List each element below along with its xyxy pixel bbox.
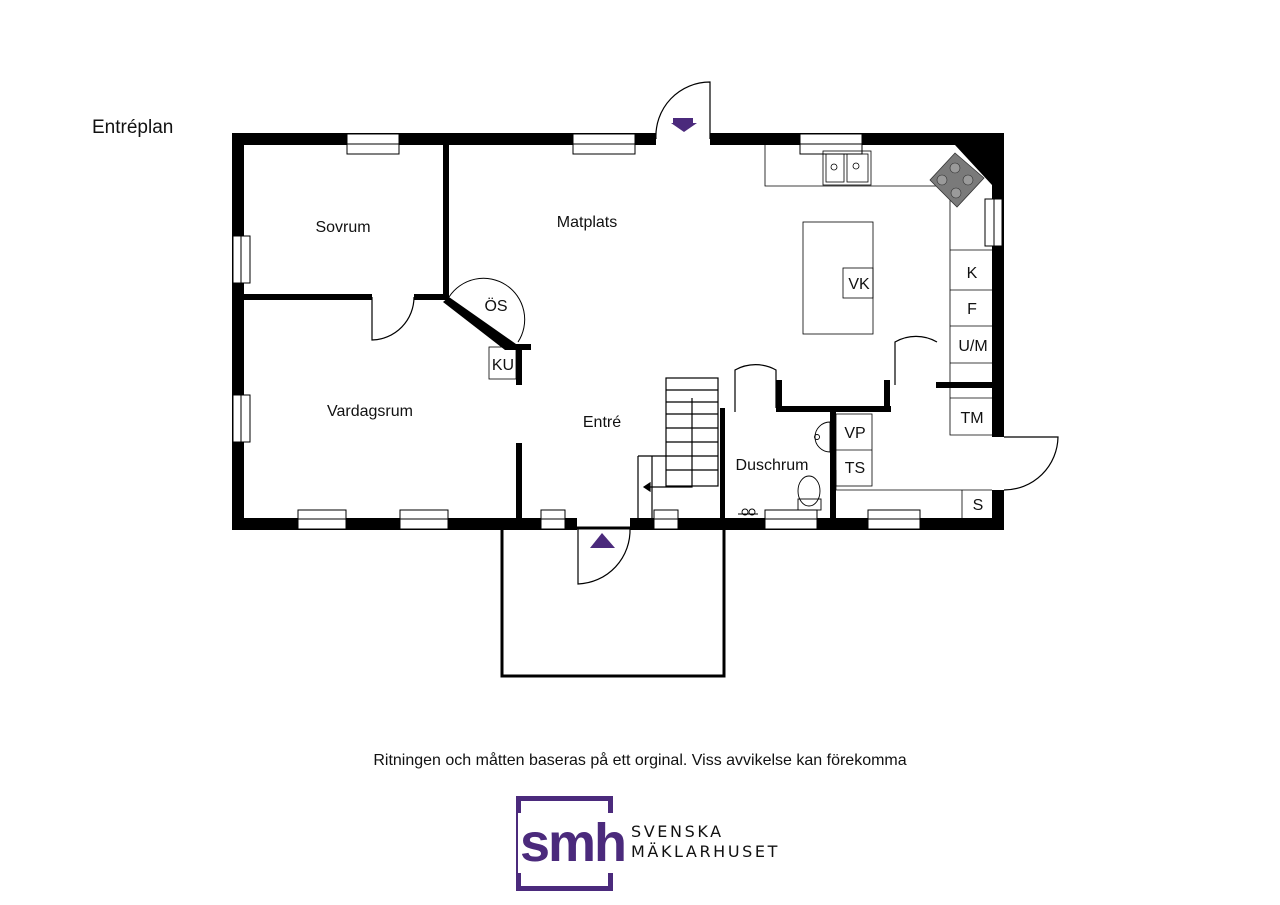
- stair-arrow-icon: [642, 481, 651, 493]
- entry-arrows: [590, 118, 697, 548]
- fixture-label-vk: VK: [848, 276, 870, 293]
- room-label-sovrum: Sovrum: [315, 219, 370, 236]
- ku-box: [488, 346, 517, 380]
- logo-mark: smh: [518, 813, 627, 873]
- vk-box: [842, 267, 874, 299]
- fireplace-arc: [448, 277, 526, 343]
- outer-walls: [232, 133, 1004, 530]
- sink: [822, 150, 872, 186]
- room-label-duschrum: Duschrum: [736, 457, 809, 474]
- stove-icon: [929, 152, 985, 208]
- room-label-entre: Entré: [583, 414, 621, 431]
- disclaimer-text: Ritningen och måtten baseras på ett orgi…: [373, 752, 907, 769]
- fixture-label-tm: TM: [960, 410, 983, 427]
- room-label-vardagsrum: Vardagsrum: [327, 403, 413, 420]
- fixture-label-f: F: [967, 301, 977, 318]
- toilet-icon: [797, 475, 822, 511]
- staircase: [637, 377, 719, 518]
- fixture-label-s: S: [973, 497, 984, 514]
- fixture-label-ku: KU: [492, 357, 514, 374]
- bottom-entry-arrow-icon: [590, 533, 615, 548]
- bathroom-fixtures: [738, 421, 831, 516]
- doors: [371, 81, 1059, 585]
- company-logo: smh SVENSKA MÄKLARHUSET: [516, 796, 806, 898]
- washbasin-icon: [814, 421, 831, 453]
- interior-walls: [244, 145, 992, 518]
- fixture-label-um: U/M: [958, 338, 987, 355]
- top-entry-arrow-icon: [671, 118, 697, 132]
- fixture-label-vp: VP: [844, 425, 865, 442]
- floor-plan: Sovrum Matplats Vardagsrum Entré Duschru…: [232, 81, 1059, 678]
- fixture-label-os: ÖS: [484, 297, 507, 315]
- patio-outline: [500, 526, 726, 678]
- shower-icon: [738, 508, 758, 516]
- room-label-matplats: Matplats: [557, 214, 617, 231]
- logo-text-line1: SVENSKA: [631, 822, 724, 841]
- page-title: Entréplan: [92, 117, 174, 138]
- windows: [232, 133, 1003, 530]
- logo-text-line2: MÄKLARHUSET: [631, 842, 780, 861]
- fixture-label-ts: TS: [845, 460, 865, 477]
- fixture-label-k: K: [967, 265, 978, 282]
